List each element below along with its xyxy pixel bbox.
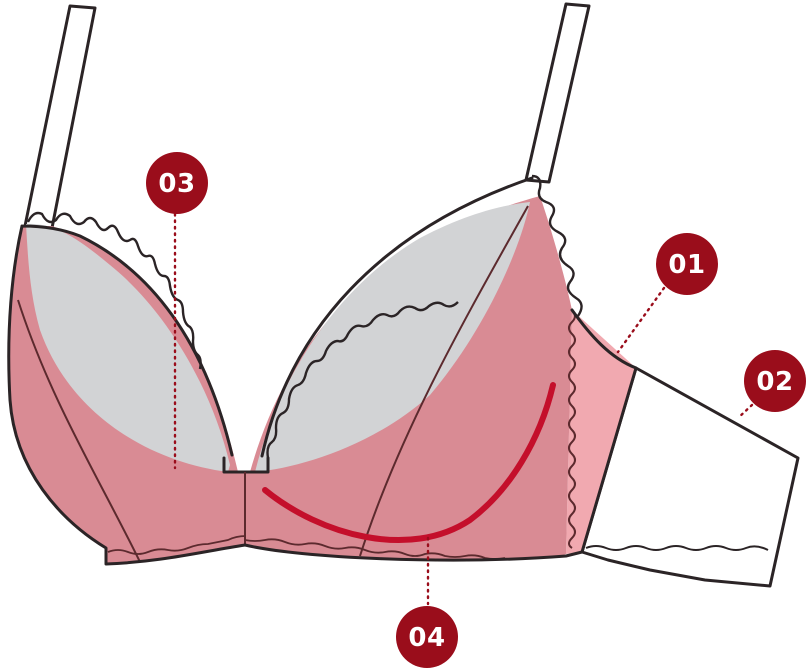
callout-04-label: 04 — [408, 623, 445, 653]
left-strap — [23, 4, 97, 230]
callout-02: 02 — [744, 350, 806, 412]
right-cup-lace — [255, 202, 530, 472]
right-strap — [524, 2, 591, 184]
callout-03: 03 — [146, 152, 208, 214]
left-scallop-edge — [26, 211, 202, 370]
leader-01 — [616, 286, 666, 354]
left-cup-seam — [17, 299, 141, 563]
callout-03-label: 03 — [158, 169, 195, 199]
callout-04: 04 — [396, 606, 458, 668]
underwire — [262, 382, 556, 543]
right-cup-seam — [359, 205, 529, 557]
callout-01: 01 — [656, 233, 718, 295]
left-cup-lace — [26, 223, 230, 472]
right-side-scallop — [531, 174, 583, 317]
side-panel — [566, 310, 636, 554]
right-cup-outline — [260, 176, 534, 458]
bra-outline — [7, 224, 638, 566]
back-band — [580, 366, 800, 588]
side-panel-zigzag — [568, 309, 576, 549]
callout-02-label: 02 — [756, 367, 793, 397]
back-band-scallop — [585, 545, 769, 551]
leader-02 — [736, 403, 754, 420]
right-scallop-edge — [266, 301, 459, 459]
callout-01-label: 01 — [668, 250, 705, 280]
bottom-band-edge — [107, 535, 506, 560]
